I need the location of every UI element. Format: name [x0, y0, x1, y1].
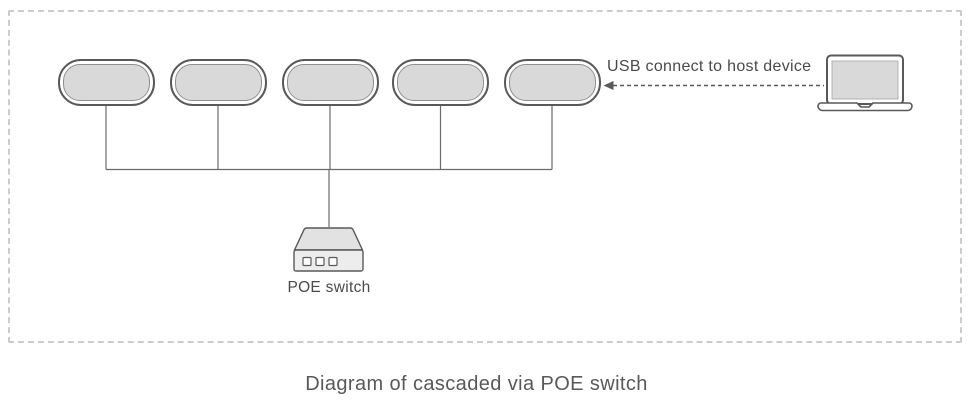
poe-switch-label: POE switch	[287, 279, 371, 296]
laptop-icon	[817, 54, 913, 112]
speakerphone-body	[62, 64, 150, 101]
poe-switch-icon	[293, 227, 364, 272]
cascade-connectors	[105, 106, 553, 170]
speakerphone-body	[508, 64, 596, 101]
switch-port	[302, 256, 312, 267]
laptop-display	[831, 60, 899, 100]
diagram-dashed-frame	[8, 10, 962, 343]
speakerphone-device	[392, 59, 489, 106]
speakerphone-body	[286, 64, 374, 101]
speakerphone-device	[503, 59, 601, 106]
usb-annotation-label: USB connect to host device	[607, 58, 812, 75]
usb-arrowhead-icon	[603, 81, 614, 90]
speakerphone-device	[281, 59, 379, 106]
speakerphone-device	[57, 59, 155, 106]
poe-switch-lid	[293, 227, 364, 251]
switch-port	[315, 256, 325, 267]
switch-port	[328, 256, 338, 267]
poe-switch-ports	[302, 256, 338, 267]
speakerphone-device	[169, 59, 267, 106]
speakerphone-body	[397, 64, 484, 101]
diagram-caption: Diagram of cascaded via POE switch	[305, 373, 648, 395]
speakerphone-body	[174, 64, 262, 101]
laptop-base	[817, 102, 913, 112]
